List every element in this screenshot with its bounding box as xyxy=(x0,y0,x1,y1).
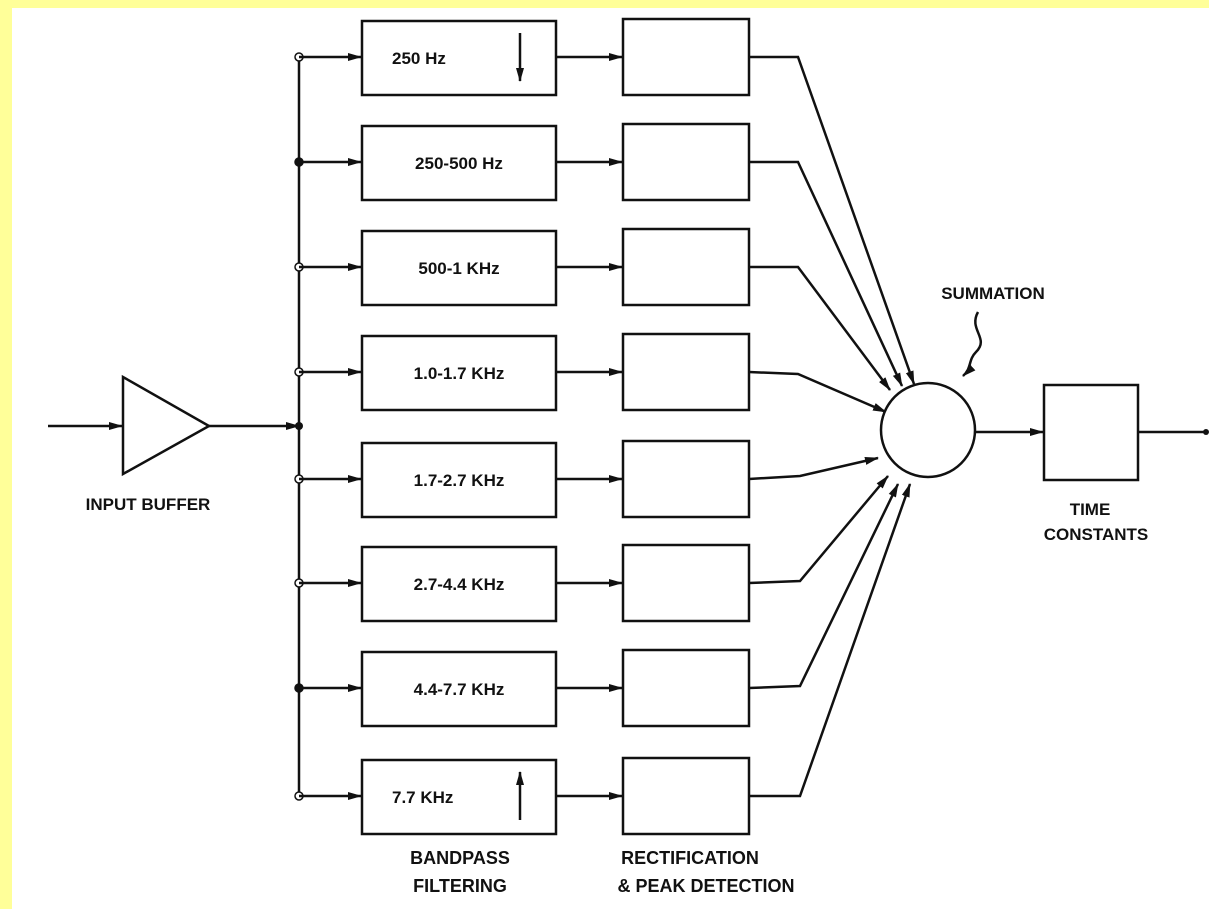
peak-detector-box xyxy=(621,439,751,519)
summation-input-line xyxy=(749,265,892,391)
bandpass-filter-label: 1.0-1.7 KHz xyxy=(414,364,505,383)
bandpass-filter-label: 1.7-2.7 KHz xyxy=(414,471,505,490)
rectification-label-1: RECTIFICATION xyxy=(621,848,759,868)
bandpass-label-1: BANDPASS xyxy=(410,848,510,868)
rectification-label-2: & PEAK DETECTION xyxy=(617,876,794,896)
time-constants-block xyxy=(1042,383,1140,482)
summation-input-line xyxy=(749,483,912,798)
bandpass-filter-label: 250-500 Hz xyxy=(415,154,503,173)
summation-input-line xyxy=(748,456,879,481)
bandpass-filter-box xyxy=(360,334,558,412)
peak-detector-box xyxy=(621,332,751,412)
summation-node xyxy=(879,381,977,479)
summation-input-line xyxy=(748,483,900,690)
time-constants-label-2: CONSTANTS xyxy=(1044,525,1149,544)
bandpass-filter-label: 2.7-4.4 KHz xyxy=(414,575,505,594)
bandpass-filter-label: 4.4-7.7 KHz xyxy=(414,680,505,699)
bandpass-filter-box xyxy=(360,229,558,307)
input-buffer-amplifier xyxy=(121,374,212,477)
bandpass-filter-label: 7.7 KHz xyxy=(392,788,453,807)
summation-input-line xyxy=(749,160,904,387)
bandpass-filter-label: 250 Hz xyxy=(392,49,446,68)
output-terminal xyxy=(1203,429,1209,435)
summation-pointer xyxy=(962,311,983,377)
summation-label: SUMMATION xyxy=(941,284,1045,303)
bandpass-filter-box xyxy=(360,650,558,728)
bandpass-filter-box xyxy=(360,545,558,623)
peak-detector-box xyxy=(621,17,751,97)
summation-input-line xyxy=(748,370,887,414)
summation-input-line xyxy=(749,55,916,385)
input-buffer-label: INPUT BUFFER xyxy=(86,495,211,514)
summation-input-line xyxy=(748,475,889,585)
time-constants-label-1: TIME xyxy=(1070,500,1111,519)
bus-junction xyxy=(295,422,303,430)
bandpass-filter-label: 500-1 KHz xyxy=(418,259,499,278)
peak-detector-box xyxy=(621,756,751,836)
bandpass-filter-box xyxy=(360,124,558,202)
bandpass-label-2: FILTERING xyxy=(413,876,507,896)
peak-detector-box xyxy=(621,227,751,307)
peak-detector-box xyxy=(621,648,751,728)
peak-detector-box xyxy=(621,543,751,623)
bandpass-filter-box xyxy=(360,441,558,519)
peak-detector-box xyxy=(621,122,751,202)
